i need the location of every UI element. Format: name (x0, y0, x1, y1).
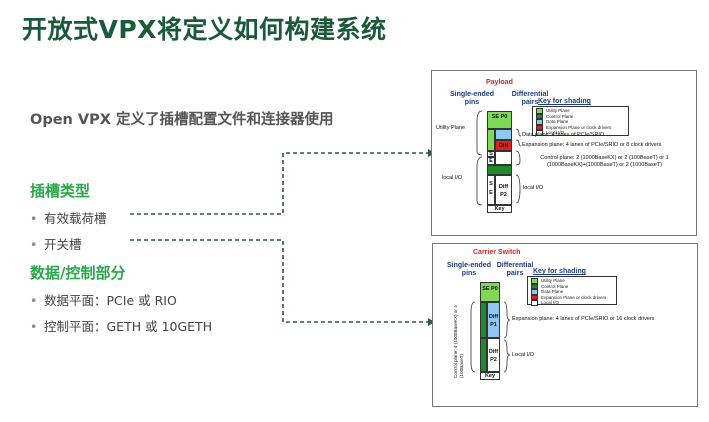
connector-switch-arrow (428, 318, 435, 326)
switch-key-data: Data Plane (528, 289, 616, 295)
page-subtitle: Open VPX 定义了插槽配置文件和连接器使用 (30, 112, 334, 128)
bullet-payload-slot: • 有效载荷槽 (30, 208, 107, 227)
payload-cell-e2: E (489, 190, 493, 196)
swatch (531, 289, 538, 295)
switch-col-diff: Differential pairs (496, 262, 534, 277)
payload-expansion-label: Expansion plane: 4 lanes of PCIe/SRIO or… (522, 142, 662, 148)
bullet-control-plane: • 控制平面：GETH 或 10GETH (30, 316, 212, 335)
payload-cell-data (495, 129, 512, 140)
switch-cell-e (480, 338, 487, 372)
switch-key-box: Utility Plane Control Plane Data Plane E… (527, 276, 617, 306)
swatch (536, 113, 543, 120)
payload-key-local: Local I/O (533, 130, 628, 136)
payload-cell-se-p0: SE P0 (487, 111, 512, 129)
payload-key-expansion: Expansion Plane or clock drivers (533, 125, 628, 131)
swatch (536, 119, 543, 125)
swatch (531, 300, 538, 306)
bullet-text: 控制平面：GETH 或 10GETH (44, 319, 213, 334)
payload-col-diff: Differential pairs (511, 91, 549, 106)
payload-key-utility: Utility Plane (533, 107, 628, 114)
swatch (536, 108, 543, 114)
payload-localio-right: local I/O (523, 185, 544, 191)
section-heading-data-control: 数据/控制部分 (30, 264, 126, 282)
payload-diagram: Payload Single-ended pins Differential p… (431, 70, 697, 236)
switch-expansion-label: Expansion plane: 4 lanes of PCIe/SRIO or… (512, 316, 655, 322)
payload-key-data: Data Plane (533, 119, 628, 125)
bullet-dot: • (30, 293, 38, 308)
payload-cell-key: Key (487, 205, 512, 213)
switch-col-single: Single-ended pins (447, 262, 491, 277)
key-label: Expansion Plane or clock drivers (546, 124, 612, 130)
key-label: Data Plane (541, 289, 564, 295)
switch-cell-diff-p2: Diff P2 (487, 338, 500, 372)
payload-localio-left: local I/O (442, 175, 463, 181)
switch-cell-key: Key (480, 372, 500, 380)
payload-control-label: Control plane: 2 (1000BaseKX) or 2 (100B… (540, 155, 669, 168)
swatch (531, 283, 538, 290)
switch-control-vertical-label: Control plane: 4 (1000BaseKX) or 4 (100B… (453, 305, 464, 378)
payload-cell-s: S (487, 151, 495, 157)
switch-cell-diff-p1: Diff P1 (487, 302, 500, 338)
key-label: Utility Plane (541, 278, 565, 283)
payload-col-single: Single-ended pins (450, 91, 494, 106)
key-label: Local I/O (541, 300, 560, 306)
connector-switch (130, 239, 428, 323)
switch-key-title: Key for shading (533, 268, 586, 275)
payload-utility-label: Utility Plane (436, 125, 466, 131)
bullet-text: 开关槽 (44, 237, 82, 252)
key-label: Control Plane (546, 113, 574, 119)
bullet-dot: • (30, 237, 38, 252)
switch-key-expansion: Expansion Plane or clock drivers (528, 295, 616, 301)
key-label: Expansion Plane or clock drivers (541, 294, 607, 300)
swatch (531, 294, 538, 301)
connector-payload (130, 152, 428, 215)
bullet-text: 数据平面：PCIe 或 RIO (44, 293, 177, 308)
switch-title: Carrier Switch (473, 249, 521, 256)
page-title: 开放式VPX将定义如何构建系统 (22, 15, 387, 44)
swatch (531, 278, 538, 284)
payload-key-title: Key for shading (538, 98, 591, 105)
bullet-dot: • (30, 211, 38, 226)
payload-data-label: Data plane: 4 lanes of PCIe/SRIO (522, 132, 605, 138)
key-label: Control Plane (541, 283, 569, 289)
key-label: Utility Plane (546, 108, 570, 113)
payload-cell-s2: S (489, 181, 493, 187)
payload-key-box: Utility Plane Control Plane Data Plane E… (532, 106, 629, 136)
payload-cell-e: E (487, 157, 495, 165)
section-heading-slot-types: 插槽类型 (30, 182, 91, 200)
payload-brackets (476, 110, 522, 206)
payload-title: Payload (486, 79, 513, 86)
bullet-text: 有效载荷槽 (44, 211, 107, 226)
switch-key-utility: Utility Plane (528, 277, 616, 284)
payload-key-control: Control Plane (533, 114, 628, 120)
switch-diagram: Carrier Switch Single-ended pins Differe… (432, 243, 698, 407)
switch-localio-label: Local I/O (512, 352, 535, 358)
bullet-switch-slot: • 开关槽 (30, 234, 82, 253)
swatch (536, 124, 543, 131)
payload-cell-diff-p2: Diff P2 (495, 175, 512, 205)
switch-cell-s (480, 302, 487, 338)
bullet-data-plane: • 数据平面：PCIe 或 RIO (30, 290, 177, 309)
switch-cell-se-p0: SE P0 (480, 282, 500, 302)
payload-cell-p1-lower (495, 151, 512, 165)
payload-cell-util-side (487, 129, 495, 151)
key-label: Data Plane (546, 119, 569, 125)
bullet-dot: • (30, 319, 38, 334)
switch-brackets (470, 301, 511, 373)
key-label: Local I/O (546, 130, 565, 136)
payload-cell-control (487, 165, 512, 175)
swatch (536, 130, 543, 136)
switch-key-local: Local I/O (528, 300, 616, 306)
switch-key-control: Control Plane (528, 284, 616, 290)
